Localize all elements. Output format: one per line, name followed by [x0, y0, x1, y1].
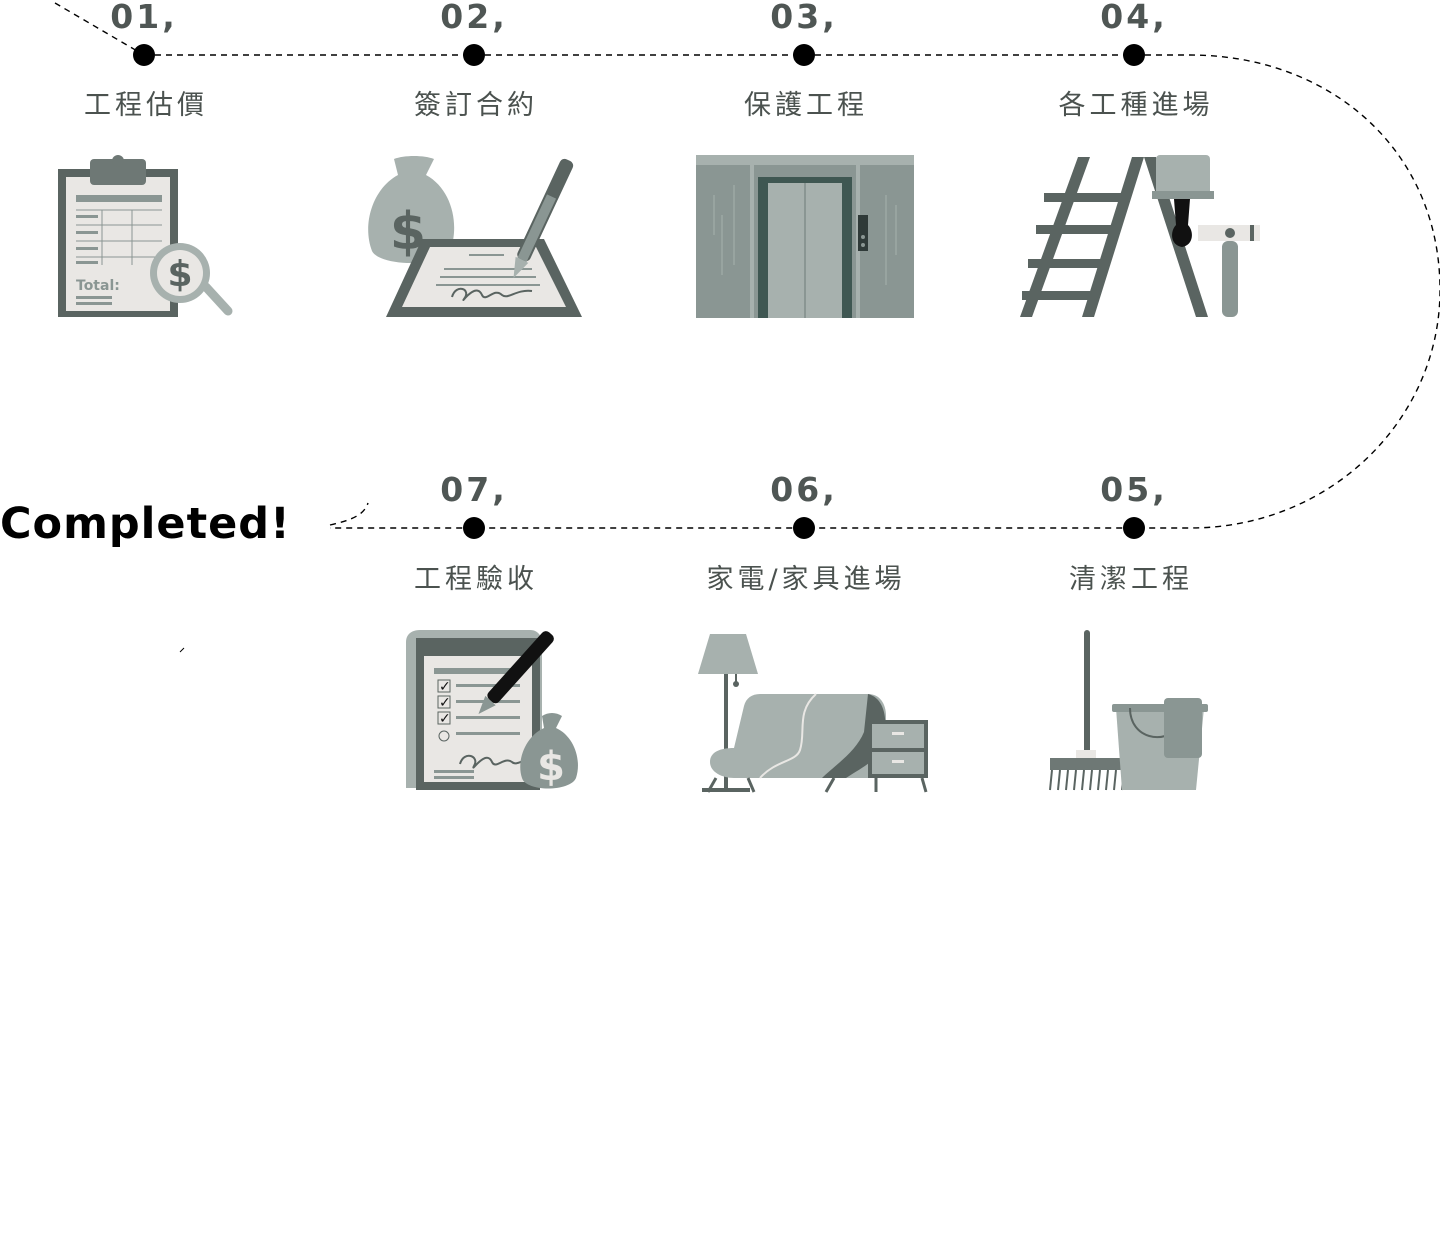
flow-end-curl	[329, 502, 369, 526]
contract-signing-icon: $	[368, 156, 582, 317]
step-dot-01	[133, 44, 155, 66]
step-dot-03	[793, 44, 815, 66]
svg-text:$: $	[537, 744, 565, 790]
svg-text:✓: ✓	[439, 711, 451, 727]
svg-text:✓: ✓	[439, 695, 451, 711]
step-label-02: 簽訂合約	[414, 90, 538, 121]
svg-text:$: $	[167, 254, 192, 295]
step-number-01: 01,	[110, 0, 178, 36]
step-dot-02	[463, 44, 485, 66]
completed-label: Completed!	[0, 499, 291, 549]
step-number-05: 05,	[1100, 470, 1168, 509]
svg-text:Total:: Total:	[76, 278, 120, 294]
step-dot-05	[1123, 517, 1145, 539]
step-label-01: 工程估價	[84, 90, 208, 121]
svg-text:✓: ✓	[439, 679, 451, 695]
step-label-07: 工程驗收	[414, 564, 538, 595]
flow-top-line	[144, 54, 1440, 529]
inspection-checklist-icon: ✓ ✓ ✓ $	[406, 630, 578, 790]
step-label-04: 各工種進場	[1058, 90, 1214, 121]
step-number-03: 03,	[770, 0, 838, 36]
step-label-03: 保護工程	[744, 90, 868, 121]
step-number-04: 04,	[1100, 0, 1168, 36]
elevator-protection-icon	[696, 155, 914, 318]
mop-bucket-icon	[1049, 630, 1208, 791]
step-dot-04	[1123, 44, 1145, 66]
clipboard-estimate-icon: Total: $	[58, 155, 233, 317]
step-number-07: 07,	[440, 470, 508, 509]
step-label-06: 家電/家具進場	[706, 564, 906, 595]
step-number-06: 06,	[770, 470, 838, 509]
sofa-lamp-icon	[698, 634, 928, 793]
ladder-tools-icon	[1020, 155, 1260, 317]
step-label-05: 清潔工程	[1069, 564, 1193, 595]
step-dot-06	[793, 517, 815, 539]
step-number-02: 02,	[440, 0, 508, 36]
stray-mark	[179, 647, 185, 653]
step-dot-07	[463, 517, 485, 539]
